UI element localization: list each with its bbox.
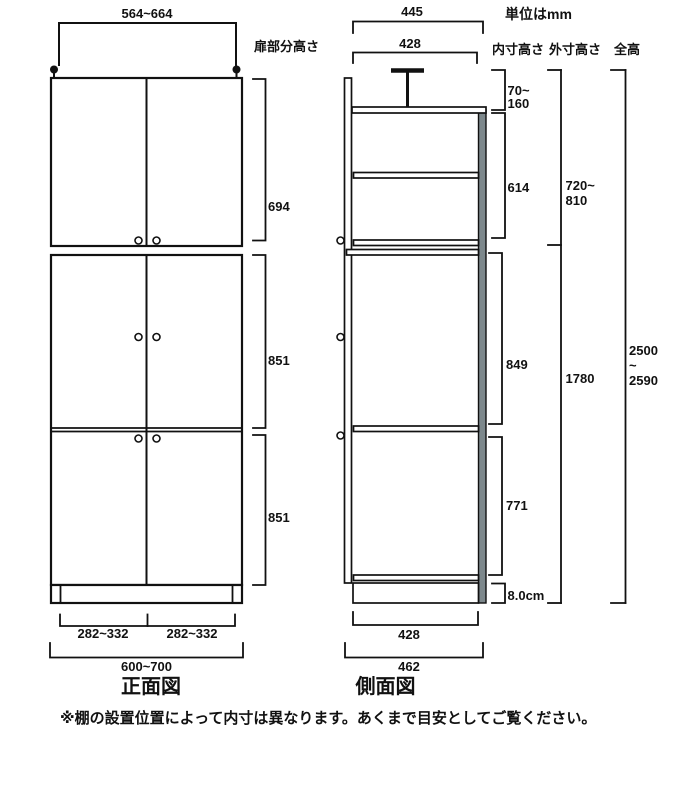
door-height-middle-label: 851 [268, 353, 290, 368]
inner-height-bracket-middle [488, 252, 503, 425]
outer-height-header: 外寸高さ [548, 42, 601, 57]
side-inner-depth-bracket [352, 51, 478, 64]
door-knob-side [336, 431, 345, 440]
front-top-width-label: 564~664 [122, 6, 174, 21]
side-lower-bottom-panel [352, 574, 480, 582]
door-knob [152, 332, 161, 342]
side-top-panel [351, 106, 487, 114]
door-height-top-label: 694 [268, 199, 290, 214]
front-top-width-bracket [58, 22, 237, 66]
outer-upper-label-1: 720~ [566, 178, 596, 193]
outer-upper-label-2: 810 [566, 193, 588, 208]
side-lower-top-panel [345, 248, 480, 256]
door-knob-side [336, 236, 345, 245]
door-height-bottom-label: 851 [268, 510, 290, 525]
total-height-label-2: ~ [629, 358, 637, 373]
footnote: ※棚の設置位置によって内寸は異なります。あくまで目安としてご覧ください。 [60, 709, 596, 727]
door-knob [152, 236, 161, 245]
door-knob-side [336, 332, 345, 342]
door-knob [134, 236, 143, 245]
front-view: 564~664 扉部分高さ 694 851 [49, 6, 319, 698]
side-top-depth-label: 445 [401, 4, 423, 19]
tension-rod-icon [391, 68, 424, 108]
inner-height-bracket-base [491, 582, 506, 604]
inner-base-label: 8.0cm [508, 588, 545, 603]
side-total-depth-label: 462 [398, 659, 420, 674]
outer-lower-label: 1780 [566, 371, 595, 386]
tension-pin-left-icon [50, 65, 58, 79]
front-total-width-label: 600~700 [121, 659, 172, 674]
side-top-depth-bracket [352, 20, 484, 34]
door-knob [134, 332, 143, 342]
door-knob [152, 434, 161, 443]
side-upper-bottom-panel [352, 239, 480, 247]
side-bottom-inner-depth-bracket [352, 611, 479, 626]
front-view-title: 正面図 [121, 676, 181, 698]
side-upper-shelf [352, 171, 480, 179]
front-base [49, 583, 244, 605]
inner-lower-label: 771 [506, 498, 528, 513]
front-door-width-right-label: 282~332 [167, 626, 218, 641]
inner-gap-label-2: 160 [508, 96, 530, 111]
tension-pin-right-icon [232, 65, 241, 79]
door-height-bracket-bottom [252, 434, 267, 586]
side-view: 445 428 単位はmm 内寸高さ 外寸高さ 全高 70~ 160 614 [336, 4, 658, 698]
door-height-bracket-middle [252, 254, 267, 429]
inner-height-bracket-upper [491, 112, 506, 239]
unit-label: 単位はmm [505, 6, 572, 22]
side-inner-depth-label: 428 [399, 36, 421, 51]
front-door-width-left-label: 282~332 [78, 626, 129, 641]
door-height-header: 扉部分高さ [254, 39, 319, 54]
inner-height-header: 内寸高さ [492, 42, 544, 57]
side-back-panel [477, 109, 487, 604]
side-total-depth-bracket [344, 642, 484, 659]
outer-height-bracket [547, 69, 562, 604]
inner-gap-label-1: 70~ [508, 83, 530, 98]
total-height-label-3: 2590 [629, 373, 658, 388]
front-total-width-bracket [49, 642, 244, 659]
inner-middle-label: 849 [506, 357, 528, 372]
side-bottom-inner-depth-label: 428 [398, 627, 420, 642]
inner-upper-label: 614 [508, 180, 530, 195]
side-view-title: 側面図 [355, 675, 416, 698]
door-height-bracket-top [252, 78, 267, 242]
door-knob [134, 434, 143, 443]
inner-height-bracket-lower [488, 436, 503, 576]
side-lower-shelf [352, 425, 480, 433]
side-door-strip [343, 77, 353, 584]
inner-height-bracket-gap [491, 69, 506, 111]
total-height-label-1: 2500 [629, 343, 658, 358]
side-base [352, 582, 480, 604]
total-height-bracket [610, 69, 627, 604]
total-height-header: 全高 [613, 42, 640, 57]
